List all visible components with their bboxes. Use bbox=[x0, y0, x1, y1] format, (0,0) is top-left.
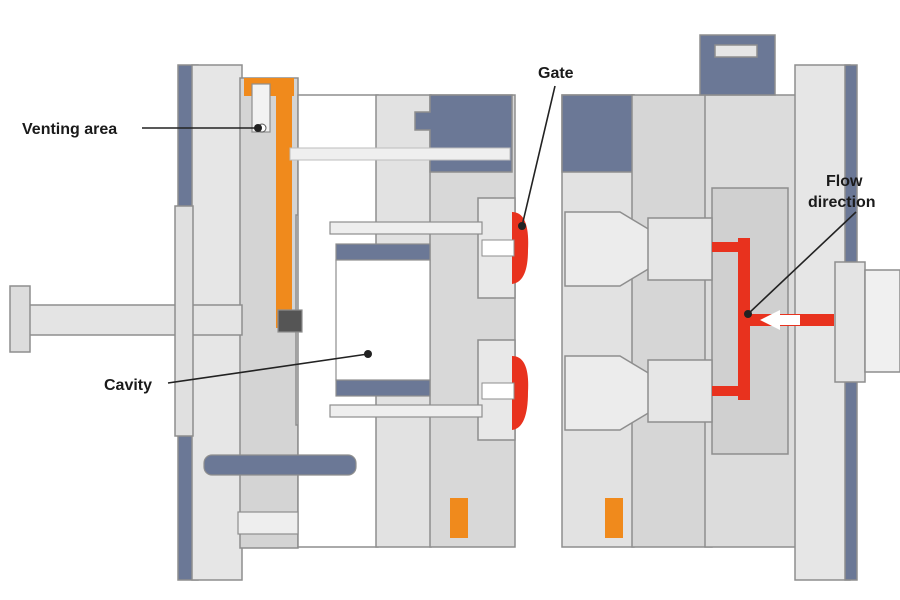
gate-upper bbox=[512, 212, 529, 284]
gates bbox=[481, 212, 529, 430]
gate-runner-lower bbox=[481, 382, 515, 400]
pin-upper bbox=[329, 221, 483, 235]
channel-upper bbox=[712, 242, 742, 252]
bottom-bolt bbox=[237, 511, 299, 535]
label-venting-area: Venting area bbox=[22, 121, 117, 138]
label-cavity: Cavity bbox=[104, 377, 152, 394]
nozzle-lower bbox=[564, 355, 651, 431]
venting-channel bbox=[289, 147, 511, 161]
top-connector bbox=[699, 34, 776, 96]
label-gate: Gate bbox=[538, 65, 574, 82]
annotations bbox=[142, 85, 857, 384]
knockout-handle bbox=[9, 285, 31, 353]
pin-lower bbox=[329, 404, 483, 418]
spring-right-body bbox=[605, 498, 623, 538]
flow-direction-dot bbox=[744, 310, 752, 318]
nozzle-upper bbox=[564, 211, 651, 287]
annotation-dots bbox=[254, 124, 752, 358]
venting-area-dot bbox=[254, 124, 262, 132]
sprue-bushing bbox=[864, 269, 900, 373]
cavity-opening bbox=[335, 259, 431, 381]
nozzle-body-upper bbox=[647, 217, 713, 281]
flow-arrow bbox=[760, 310, 800, 330]
venting-component bbox=[244, 78, 511, 328]
top-connector-slot bbox=[714, 44, 758, 58]
ejector-rod bbox=[9, 205, 243, 437]
pin-lower-2 bbox=[335, 379, 431, 397]
gate-dot bbox=[518, 222, 526, 230]
cavity-plate bbox=[631, 94, 713, 548]
rod-neck bbox=[174, 205, 194, 437]
small-screw bbox=[277, 309, 303, 333]
label-flow-direction-1: Flow bbox=[826, 173, 863, 190]
nozzle-body-lower bbox=[647, 359, 713, 423]
ejector-pins bbox=[203, 221, 483, 535]
flow-direction-leader bbox=[747, 211, 857, 315]
spring-right bbox=[605, 498, 623, 538]
label-flow-direction-2: direction bbox=[808, 194, 876, 211]
knockout-rod bbox=[17, 304, 243, 336]
gate-lower bbox=[512, 356, 529, 430]
venting-bar-vertical bbox=[276, 78, 292, 328]
pin-upper-2 bbox=[335, 243, 431, 261]
spring-left-body bbox=[450, 498, 468, 538]
gate-leader bbox=[521, 85, 556, 227]
flow-channels bbox=[712, 238, 834, 400]
channel-lower bbox=[712, 386, 742, 396]
cavity-dot bbox=[364, 350, 372, 358]
spring-left bbox=[450, 498, 468, 538]
cavity-leader bbox=[167, 353, 369, 384]
return-pin bbox=[203, 454, 357, 476]
gate-runner-upper bbox=[481, 239, 515, 257]
locating-ring bbox=[834, 261, 866, 383]
